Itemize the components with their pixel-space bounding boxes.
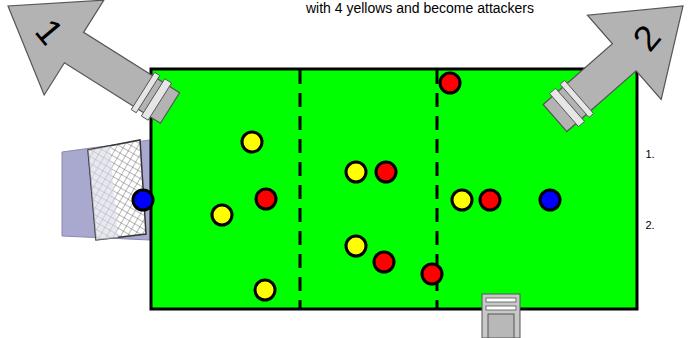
player-dot [376,162,396,182]
left-goal [62,140,150,240]
player-dot [242,132,262,152]
player-dot [212,205,232,225]
player-dot [255,280,275,300]
arrow-shape [0,0,185,125]
direction-arrow: 2 [515,0,688,130]
arrow-body [8,0,180,123]
arrow-shape [515,0,688,130]
players [133,73,560,300]
player-dot [256,189,276,209]
field [151,69,637,309]
arrow-body [543,6,683,132]
note-text: with 4 yellows and become attackers [306,1,534,15]
player-dot [346,236,366,256]
zone-line [299,70,302,308]
arrow-band [141,79,171,120]
player-dot [480,190,500,210]
callout-number: 1. [645,149,654,160]
player-dot [346,162,366,182]
player-dot [440,73,460,93]
callout-number: 2. [645,220,654,231]
arrow-band [550,88,585,126]
arrow-band [560,80,593,117]
player-dot [422,264,442,284]
arrow-band [131,72,160,112]
player-dot [374,252,394,272]
direction-arrow: 1 [0,0,185,125]
small-goal [482,294,520,338]
player-dot [540,190,560,210]
player-dot [133,190,153,210]
player-dot [452,190,472,210]
